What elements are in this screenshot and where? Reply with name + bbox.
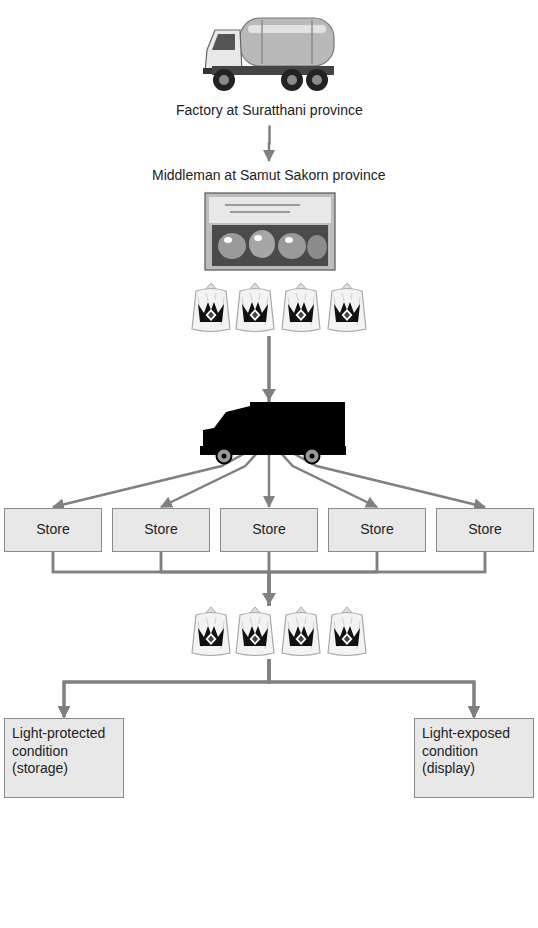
node-text: Store <box>360 521 393 539</box>
box-photo <box>205 193 335 270</box>
store-box: Store <box>328 508 426 552</box>
flow-arrow <box>53 552 474 717</box>
store-box: Store <box>436 508 534 552</box>
store-box: Store <box>4 508 102 552</box>
condition-box: Light-protected condition (storage) <box>4 718 124 798</box>
node-text: Light-protected condition (storage) <box>12 725 116 778</box>
node-text: Light-exposed condition (display) <box>422 725 526 778</box>
node-text: Store <box>468 521 501 539</box>
product-bags <box>186 606 372 659</box>
product-bags <box>192 283 366 332</box>
flow-arrow <box>64 552 485 717</box>
flow-arrow <box>268 126 271 162</box>
flow-arrow <box>161 552 474 717</box>
stage-label: Factory at Suratthani province <box>172 100 367 122</box>
node-text: Store <box>252 521 285 539</box>
store-box: Store <box>112 508 210 552</box>
node-text: Store <box>144 521 177 539</box>
node-text: Store <box>36 521 69 539</box>
node-text: Middleman at Samut Sakorn province <box>152 167 386 185</box>
stage-label: Middleman at Samut Sakorn province <box>148 165 390 336</box>
flow-arrow <box>269 552 485 717</box>
flow-arrow <box>53 336 269 507</box>
store-box: Store <box>220 508 318 552</box>
node-text: Factory at Suratthani province <box>176 102 363 120</box>
flow-arrow <box>64 552 377 717</box>
condition-box: Light-exposed condition (display) <box>414 718 534 798</box>
arrow-head <box>262 593 276 605</box>
delivery-truck <box>200 402 346 464</box>
tanker-truck <box>203 18 334 91</box>
arrow-head <box>262 389 276 401</box>
